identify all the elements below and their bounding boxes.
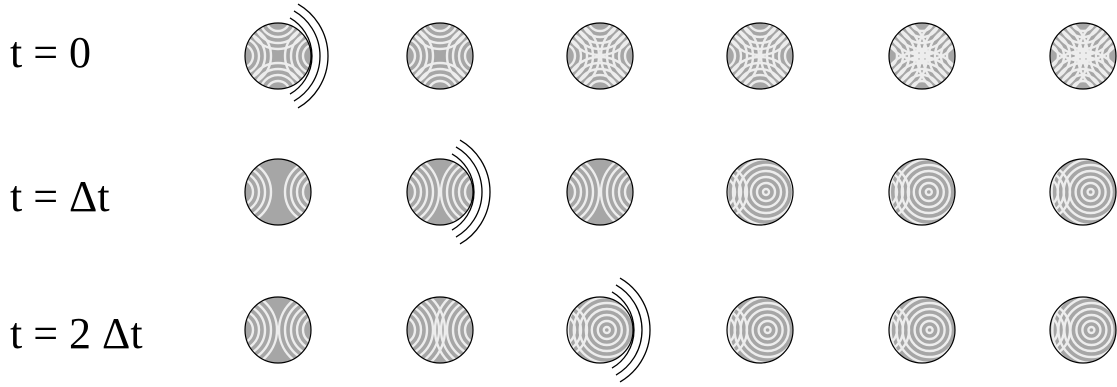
wave-circle (527, 0, 673, 129)
wave-circle (1014, 267, 1117, 387)
wave-circle (201, 292, 355, 368)
interference-stripes (1004, 0, 1117, 135)
wave-circle (691, 147, 811, 237)
wave-circle (207, 159, 349, 225)
wave-circle (691, 273, 825, 387)
wave-circle (853, 141, 980, 243)
wave-circle (1014, 135, 1117, 249)
wave-circle (357, 286, 523, 374)
wave-circle (843, 0, 1001, 135)
wave-circle (363, 154, 517, 230)
wave-circle (211, 0, 345, 123)
wave-circle (1004, 0, 1117, 135)
wave-circle (687, 0, 833, 129)
interference-stripes (853, 273, 987, 387)
wave-circle (523, 154, 677, 230)
interference-stripes (691, 273, 825, 387)
wave-circle (853, 273, 987, 387)
wave-circle (373, 0, 507, 123)
